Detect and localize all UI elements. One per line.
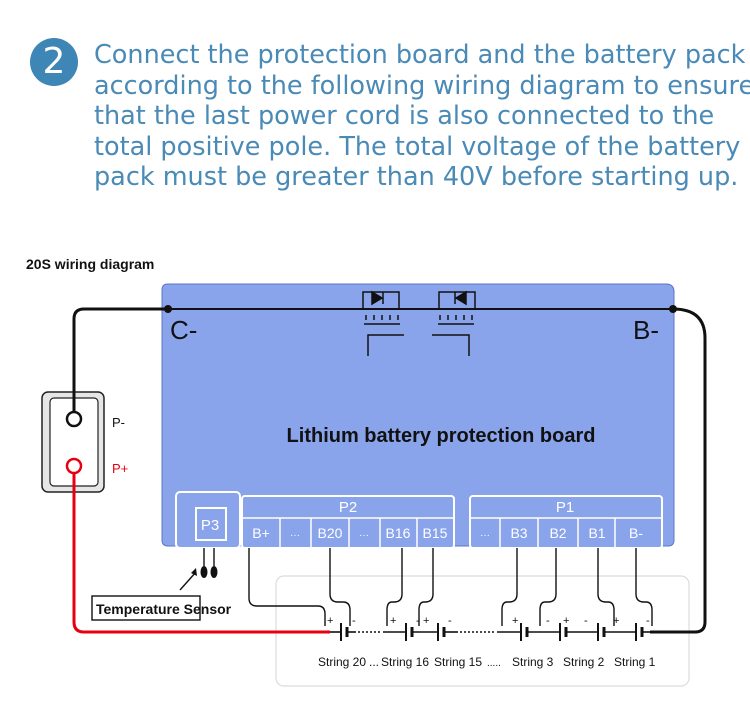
pin-dividers xyxy=(242,517,662,548)
temperature-sensor-label: Temperature Sensor xyxy=(96,601,232,617)
p3-label: P3 xyxy=(201,517,219,534)
string-ellipsis: ... xyxy=(369,655,379,669)
battery-cells xyxy=(330,623,650,641)
p-plus-label: P+ xyxy=(112,461,128,476)
pin-b-plus: B+ xyxy=(252,525,270,541)
temperature-sensor-probes xyxy=(179,548,218,591)
pin-b2: B2 xyxy=(549,525,566,541)
svg-text:+: + xyxy=(613,615,619,627)
pin-b20: B20 xyxy=(318,525,343,541)
c-minus-label: C- xyxy=(170,315,197,345)
string-label: String 1 xyxy=(614,655,656,669)
string-label: String 16 xyxy=(381,655,429,669)
string-label: String 2 xyxy=(563,655,605,669)
string-label: String 15 xyxy=(434,655,482,669)
svg-text:-: - xyxy=(646,615,650,627)
string-ellipsis: ..... xyxy=(487,658,501,669)
p-plus-terminal xyxy=(65,457,83,475)
cell-polarity-marks: + - + - + - + - + - + - xyxy=(327,615,650,627)
instruction-line: that the last power cord is also connect… xyxy=(94,101,715,131)
step-number-badge: 2 xyxy=(30,38,78,86)
b-minus-label: B- xyxy=(633,315,659,345)
pin-b1: B1 xyxy=(588,525,605,541)
instruction-line: total positive pole. The total voltage o… xyxy=(94,131,741,162)
board-label: Lithium battery protection board xyxy=(287,425,596,447)
instruction-line: Connect the protection board and the bat… xyxy=(94,40,746,70)
p-minus-label: P- xyxy=(112,415,125,430)
power-wires xyxy=(72,307,707,634)
pin-b-minus: B- xyxy=(629,525,643,541)
protection-board xyxy=(161,283,675,547)
svg-text:+: + xyxy=(390,615,396,627)
svg-text:-: - xyxy=(448,615,452,627)
string-label: String 3 xyxy=(512,655,554,669)
diagram-title: 20S wiring diagram xyxy=(26,256,155,272)
svg-text:+: + xyxy=(423,615,429,627)
pin-b3: B3 xyxy=(510,525,527,541)
connector-housings xyxy=(175,491,663,549)
svg-text:-: - xyxy=(416,615,420,627)
temperature-sensor-box xyxy=(91,595,201,621)
svg-text:-: - xyxy=(584,615,588,627)
svg-text:-: - xyxy=(546,615,550,627)
pin-ellipsis: ··· xyxy=(480,530,490,541)
pin-ellipsis: ··· xyxy=(359,530,369,541)
p-minus-terminal xyxy=(65,410,83,428)
pin-ellipsis: ··· xyxy=(290,530,300,541)
pin-b15: B15 xyxy=(423,525,448,541)
instruction-line: pack must be greater than 40V before sta… xyxy=(94,162,739,192)
p2-label: P2 xyxy=(339,499,357,516)
mosfet-symbols xyxy=(169,290,673,356)
instruction-line: according to the following wiring diagra… xyxy=(94,70,750,101)
svg-text:+: + xyxy=(327,615,333,627)
svg-text:+: + xyxy=(563,615,569,627)
pin-b16: B16 xyxy=(386,525,411,541)
battery-area xyxy=(275,575,690,687)
svg-text:+: + xyxy=(512,615,518,627)
p1-label: P1 xyxy=(556,499,574,516)
svg-text:-: - xyxy=(352,615,356,627)
balance-wires xyxy=(248,548,653,626)
instruction-text: Connect the protection board and the bat… xyxy=(94,40,750,193)
string-label: String 20 xyxy=(318,655,366,669)
